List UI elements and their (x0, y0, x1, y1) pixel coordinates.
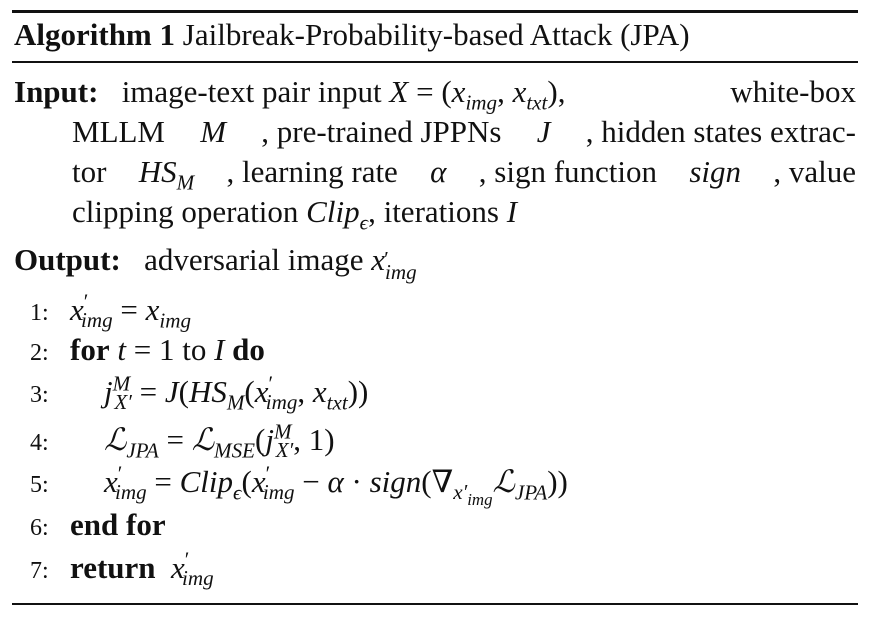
output-section: Output: adversarial image x′img (14, 242, 417, 285)
step-5: 5:x′img = Clipϵ(x′img − α · sign(∇x′imgℒ… (30, 461, 568, 510)
input-text-1a: image-text pair input (121, 74, 382, 109)
input-line-4: clipping operation Clipϵ, iterations I (72, 194, 518, 235)
step-7: 7:return x′img (30, 547, 214, 591)
input-text-1b: white-box (730, 74, 856, 109)
input-math-x: X (389, 74, 409, 109)
title-rule (12, 61, 858, 63)
step-1: 1: x′img = ximg (30, 290, 191, 333)
step-formula: x′img = ximg (70, 289, 192, 333)
top-rule (12, 10, 858, 13)
input-line-1: Input: image-text pair input X = (ximg, … (14, 74, 856, 115)
algorithm-label: Algorithm 1 (14, 17, 176, 52)
step-2: 2:for t = 1 to I do (30, 332, 265, 367)
input-section: Input: image-text pair input X = (ximg, … (14, 72, 856, 235)
algorithm-name: Jailbreak-Probability-based Attack (JPA) (182, 17, 690, 52)
input-line-3: tor HSM , learning rate α , sign functio… (72, 154, 856, 195)
output-text: adversarial image (144, 242, 364, 277)
output-keyword: Output: (14, 242, 121, 277)
input-keyword: Input: (14, 74, 99, 109)
algorithm-title: Algorithm 1 Jailbreak-Probability-based … (14, 15, 690, 55)
step-number: 1: (30, 300, 49, 326)
input-line-2: MLLM M , pre-trained JPPNs J , hidden st… (72, 114, 856, 149)
step-4: 4:ℒJPA = ℒMSE(jMX′, 1) (30, 419, 335, 463)
bottom-rule (12, 603, 858, 605)
step-6: 6:end for (30, 507, 166, 542)
step-3: 3:jMX′ = J(HSM(x′img, xtxt)) (30, 371, 369, 415)
